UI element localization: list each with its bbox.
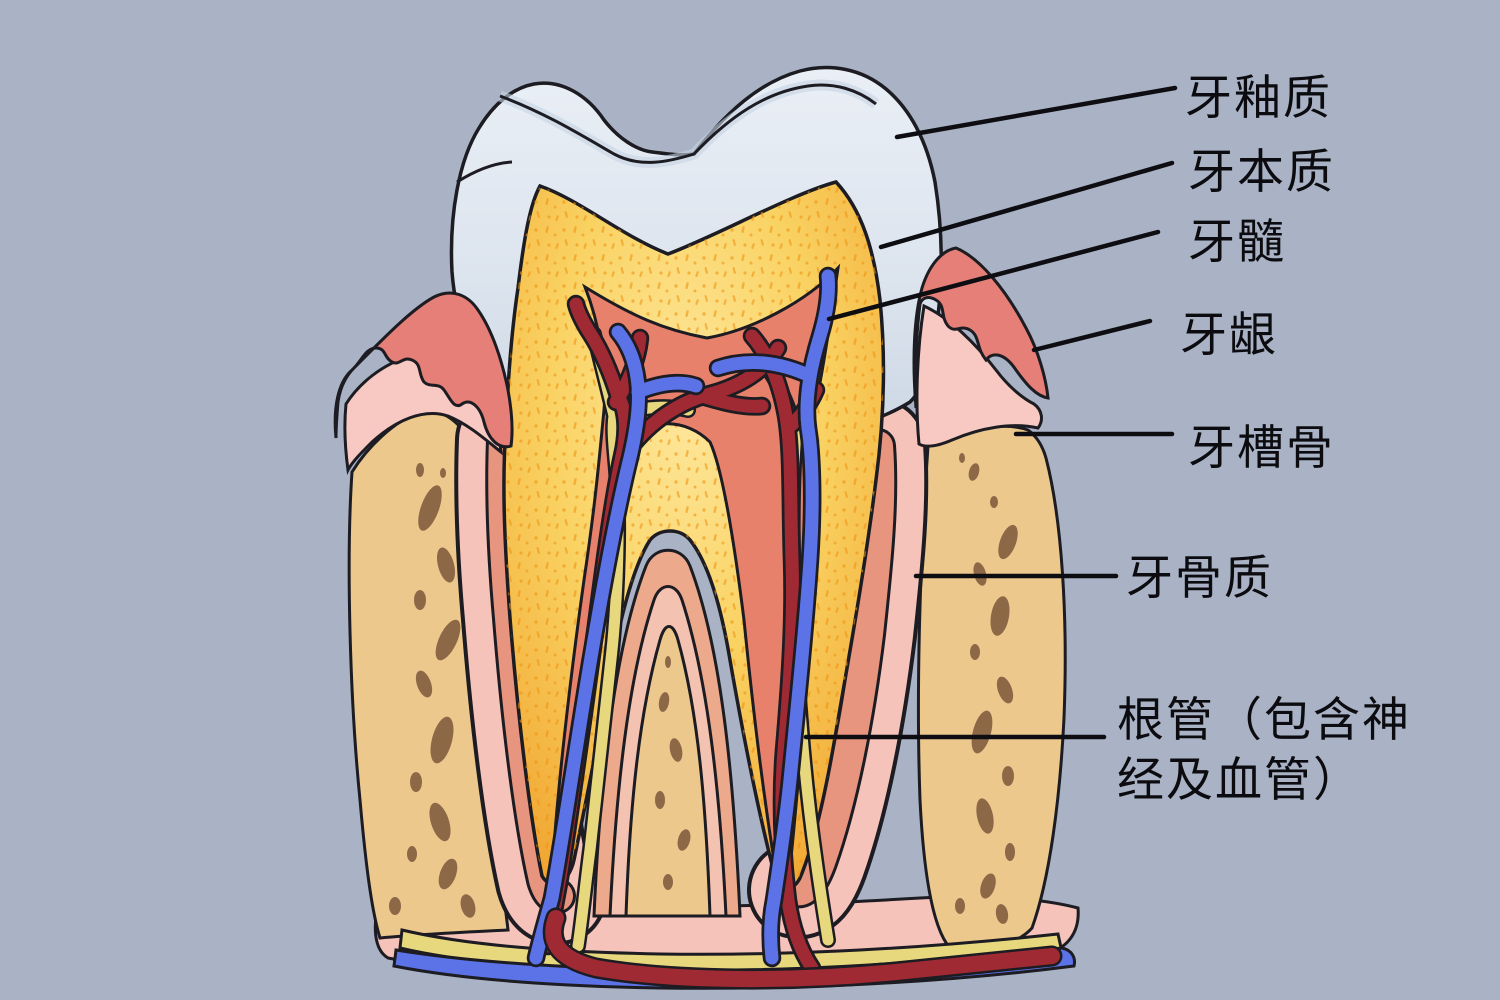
- gingiva-left: [333, 291, 514, 476]
- label-enamel: 牙釉质: [1185, 71, 1332, 124]
- label-gingiva: 牙龈: [1180, 308, 1278, 361]
- bottom-artery-weave: [542, 907, 1063, 990]
- label-dentin: 牙本质: [1188, 145, 1335, 198]
- leader-line-gingiva: [1031, 318, 1153, 353]
- leader-line-dentin: [878, 160, 1175, 250]
- label-root-canal: 根管（包含神 经及血管）: [1117, 693, 1411, 806]
- leader-line-enamel: [894, 85, 1178, 140]
- alveolar-bone-right: [916, 424, 1067, 951]
- leader-line-pulp: [826, 229, 1161, 322]
- enamel-secondary-line: [456, 160, 513, 184]
- label-alveolar-bone: 牙槽骨: [1188, 421, 1335, 474]
- leader-lines: [803, 85, 1178, 740]
- vein-vessels: [526, 266, 838, 968]
- furcation-bone-wedge: [592, 548, 742, 918]
- label-pulp: 牙髓: [1188, 215, 1286, 268]
- label-cementum: 牙骨质: [1126, 551, 1273, 604]
